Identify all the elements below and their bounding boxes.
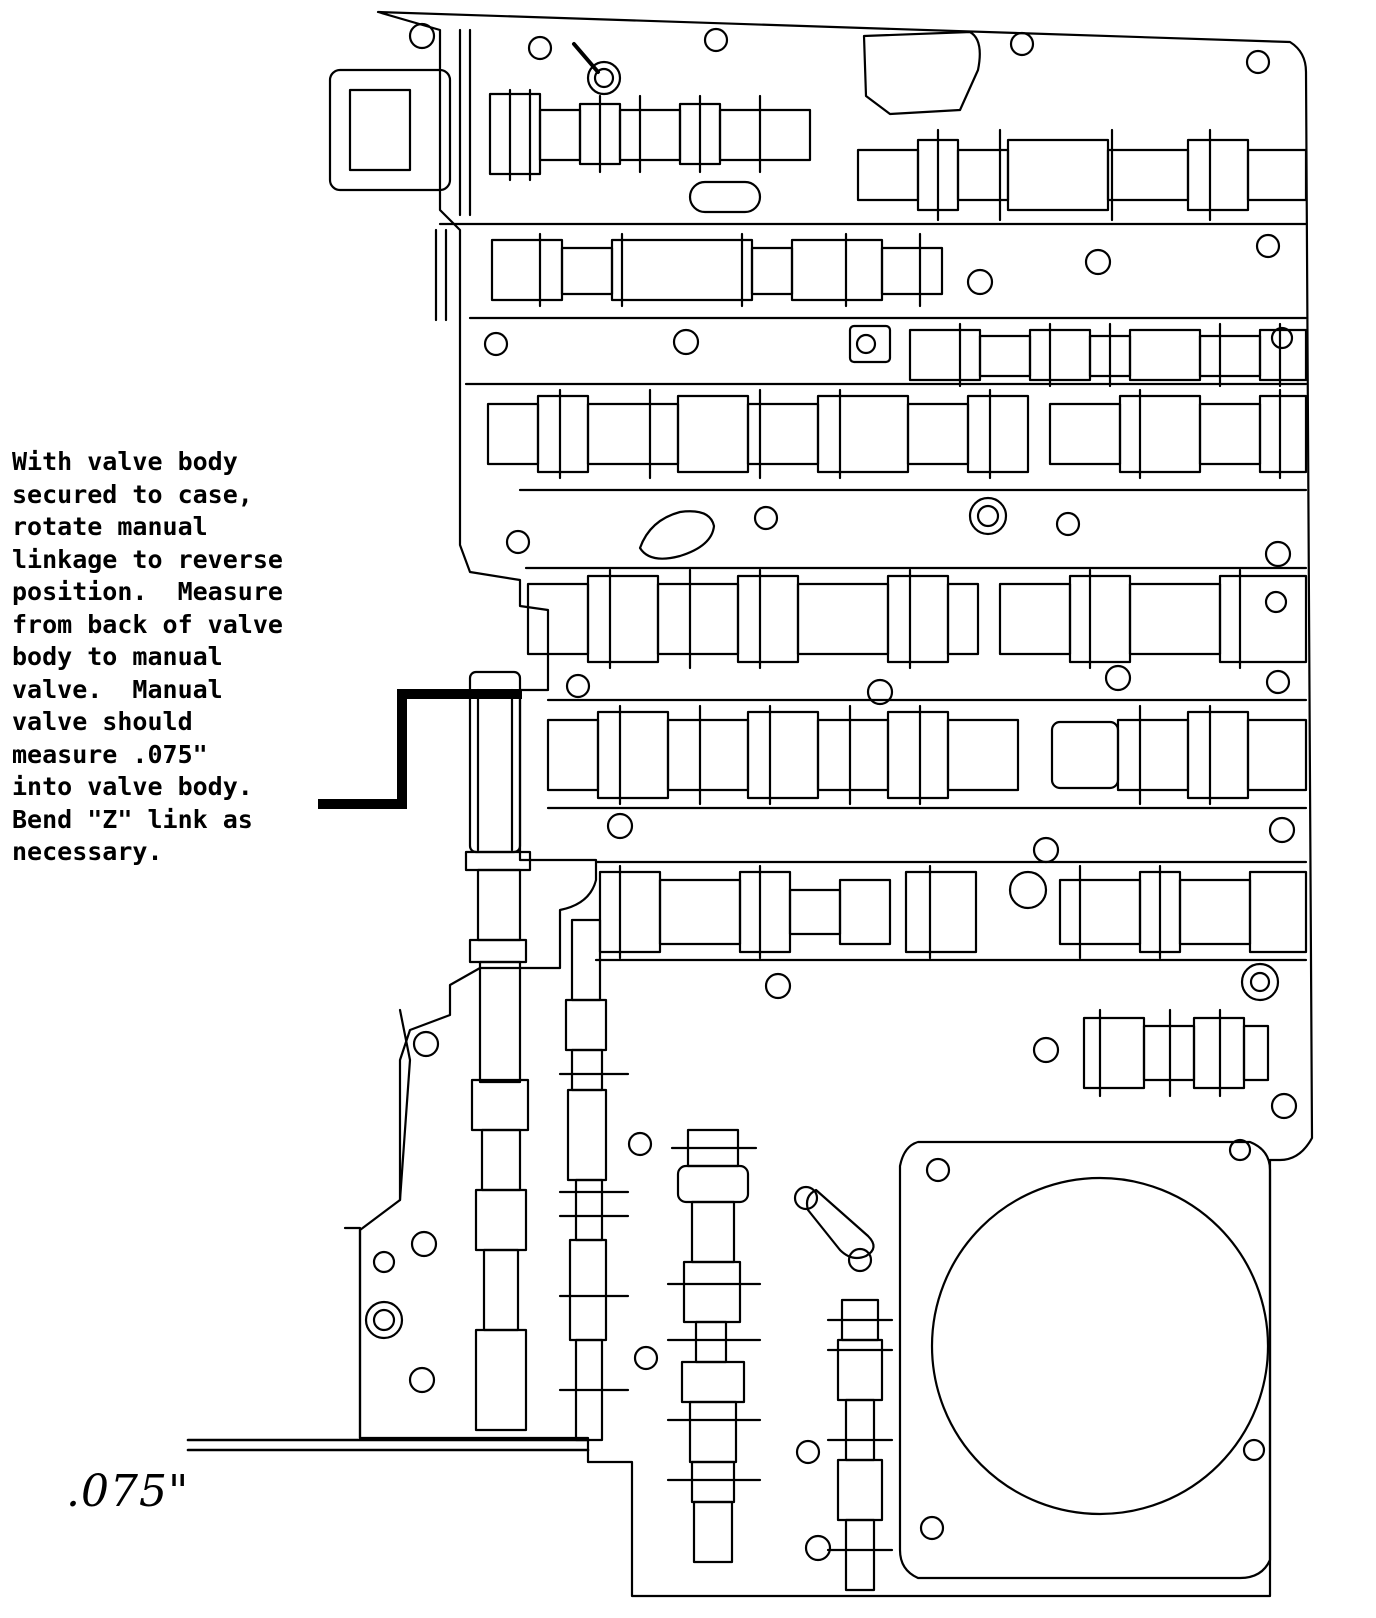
measurement-lines xyxy=(186,1438,590,1452)
instruction-line: valve. Manual xyxy=(12,674,223,704)
bolt-holes xyxy=(364,22,1298,1562)
valve-body-outline xyxy=(358,10,1314,1598)
instruction-line: secured to case, xyxy=(12,479,253,509)
instruction-line: valve should xyxy=(12,707,193,736)
slots xyxy=(572,30,981,1260)
instruction-text: With valve body secured to case, rotate … xyxy=(12,446,342,869)
z-link xyxy=(318,689,522,809)
servo-gasket-outline xyxy=(898,1140,1272,1580)
instruction-line: With valve body xyxy=(12,447,238,476)
vertical-valve-4 xyxy=(826,1298,894,1592)
valve-train-4 xyxy=(908,322,1308,388)
servo-bore xyxy=(930,1176,1270,1516)
instruction-line: rotate manual xyxy=(12,512,208,541)
instruction-line: linkage to reverse xyxy=(12,544,283,574)
instruction-line: necessary. xyxy=(12,837,163,866)
valve-train-3 xyxy=(434,228,944,322)
lower-left-plate xyxy=(343,1008,412,1440)
valve-train-9 xyxy=(1082,1008,1270,1098)
valve-train-7 xyxy=(546,704,1308,806)
instruction-line: measure .075" xyxy=(12,739,208,769)
manual-valve xyxy=(464,670,532,1432)
instruction-line: into valve body. xyxy=(12,772,253,801)
valve-train-5 xyxy=(486,388,1308,480)
vertical-valve-2 xyxy=(558,918,630,1442)
instruction-line: from back of valve xyxy=(12,609,283,639)
valve-train-8 xyxy=(598,864,1308,960)
valve-body-inner-edge xyxy=(438,222,1308,962)
instruction-line: body to manual xyxy=(12,642,223,671)
valve-train-1 xyxy=(328,28,812,217)
valve-train-6 xyxy=(526,568,1308,670)
instruction-line: Bend "Z" link as xyxy=(12,804,253,834)
valve-train-2 xyxy=(856,128,1308,222)
instruction-line: position. Measure xyxy=(12,577,283,606)
vertical-valve-3 xyxy=(666,1128,762,1564)
measurement-label: .075" xyxy=(66,1466,190,1517)
